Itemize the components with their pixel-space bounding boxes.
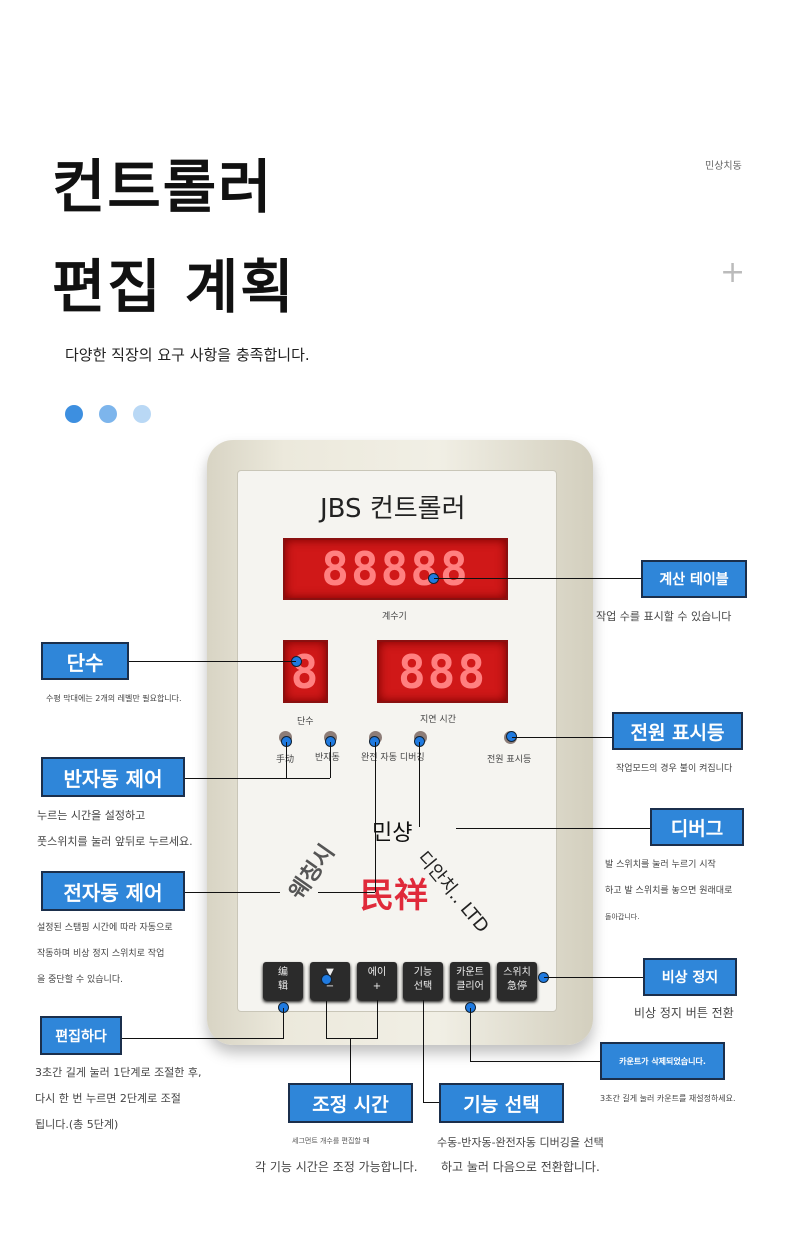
connector [283, 1008, 284, 1038]
title-line-2: 편집 계획 [52, 253, 296, 321]
callout-counter-desc: 작업 수를 표시할 수 있습니다 [596, 610, 732, 623]
desc-line: 3초간 길게 눌러 1단계로 조절한 후, [35, 1066, 202, 1079]
button-bottom-label: 辑 [278, 981, 288, 992]
connector [470, 1008, 471, 1061]
connector [122, 1038, 284, 1039]
desc-line: 다시 한 번 누르면 2단계로 조절 [35, 1092, 181, 1105]
desc-line: 풋스위치를 눌러 앞뒤로 누르세요. [37, 835, 193, 848]
connector [128, 661, 296, 662]
button-top-label: 에이 [367, 967, 387, 978]
button-bottom-label: 急停 [507, 981, 527, 992]
carousel-dot-3[interactable] [133, 405, 151, 423]
connector [423, 1102, 440, 1103]
callout-stage-desc: 수평 막대에는 2개의 레벨만 필요합니다. [46, 694, 182, 703]
adjust-desc-2: 각 기능 시간은 조정 가능합니다. [255, 1160, 418, 1174]
callout-estop-desc: 비상 정지 버튼 전환 [634, 1006, 734, 1020]
delay-display: 888 [377, 640, 508, 703]
callout-counter: 계산 테이블 [641, 560, 747, 598]
button-bottom-label: + [372, 981, 382, 992]
increase-button[interactable]: 에이 + [357, 962, 397, 1000]
led-label-power: 전원 표시등 [487, 755, 532, 765]
delay-label: 지연 시간 [420, 715, 456, 725]
carousel-dot-1[interactable] [65, 405, 83, 423]
desc-line: 을 중단할 수 있습니다. [37, 975, 123, 985]
desc-line: 누르는 시간을 설정하고 [37, 809, 146, 822]
button-top-label: 스위치 [503, 967, 531, 978]
carousel-dot-2[interactable] [99, 405, 117, 423]
button-top-label: ▼ [326, 967, 334, 978]
func-desc-1: 수동-반자동-완전자동 디버깅을 선택 [437, 1136, 604, 1149]
connector [326, 1001, 327, 1038]
button-bottom-label: 선택 [413, 981, 433, 992]
callout-count-clear: 카운트가 삭제되었습니다. [600, 1042, 725, 1080]
callout-semi-auto: 반자동 제어 [41, 757, 185, 797]
counter-label: 계수기 [382, 612, 407, 622]
led-label-manual: 手动 [276, 755, 295, 765]
desc-line: 돌아갑니다. [605, 913, 640, 921]
button-top-label: 编 [278, 967, 288, 978]
edit-button[interactable]: 编辑 [263, 962, 303, 1000]
callout-full-auto: 전자동 제어 [41, 871, 185, 911]
connector [330, 742, 331, 778]
title-line-1: 컨트롤러 [52, 153, 274, 221]
connector [162, 778, 330, 779]
connector [350, 1038, 351, 1084]
callout-function-select: 기능 선택 [439, 1083, 564, 1123]
connector [375, 742, 376, 892]
led-label-semi: 반자동 [315, 753, 340, 763]
button-top-label: 카운트 [456, 967, 484, 978]
led-label-full-debug: 완전 자동 디버깅 [361, 753, 425, 763]
connector [544, 977, 643, 978]
connector [286, 742, 287, 778]
connector [419, 742, 420, 827]
connector [377, 1000, 378, 1038]
callout-emergency-stop: 비상 정지 [643, 958, 737, 996]
emergency-stop-button[interactable]: 스위치 急停 [497, 962, 537, 1000]
connector [512, 737, 612, 738]
adjust-desc-1: 세그먼트 개수를 편집할 때 [292, 1137, 370, 1145]
decrease-pin [321, 974, 332, 985]
power-pin [506, 731, 517, 742]
callout-count-clear-desc: 3초간 길게 눌러 카운트를 재설정하세요. [600, 1094, 736, 1103]
full-pin [369, 736, 380, 747]
logo-top-text: 민샹 [372, 821, 413, 846]
callout-debug: 디버그 [650, 808, 744, 846]
connector [326, 1038, 378, 1039]
counter-display: 88888 [283, 538, 508, 600]
desc-line: 작동하며 비상 정지 스위치로 작업 [37, 949, 165, 959]
brand-text: 민상치동 [705, 161, 742, 172]
device-title: JBS 컨트롤러 [320, 494, 466, 524]
desc-line: 설정된 스탬핑 시간에 따라 자동으로 [37, 923, 173, 933]
stage-label: 단수 [297, 717, 314, 727]
logo-mark: 民祥 [360, 876, 428, 916]
connector [456, 828, 650, 829]
connector [434, 578, 642, 579]
plus-icon[interactable]: + [720, 255, 746, 290]
stage-display: 8 [283, 640, 328, 703]
desc-line: 하고 발 스위치를 놓으면 원래대로 [605, 886, 733, 896]
connector [160, 892, 280, 893]
connector [423, 1000, 424, 1102]
callout-power-desc: 작업모드의 경우 불이 켜집니다 [616, 764, 733, 774]
button-bottom-label: 클리어 [456, 981, 484, 992]
button-bottom-label: − [325, 981, 335, 992]
func-desc-2: 하고 눌러 다음으로 전환합니다. [441, 1160, 600, 1174]
connector [318, 892, 375, 893]
callout-edit: 편집하다 [40, 1016, 122, 1055]
subtitle: 다양한 직장의 요구 사항을 충족합니다. [65, 346, 310, 364]
callout-adjust-time: 조정 시간 [288, 1083, 413, 1123]
callout-power: 전원 표시등 [612, 712, 743, 750]
desc-line: 발 스위치를 눌러 누르기 시작 [605, 860, 716, 870]
button-top-label: 기능 [413, 967, 433, 978]
desc-line: 됩니다.(총 5단계) [35, 1118, 119, 1131]
connector [470, 1061, 600, 1062]
callout-stage: 단수 [41, 642, 129, 680]
